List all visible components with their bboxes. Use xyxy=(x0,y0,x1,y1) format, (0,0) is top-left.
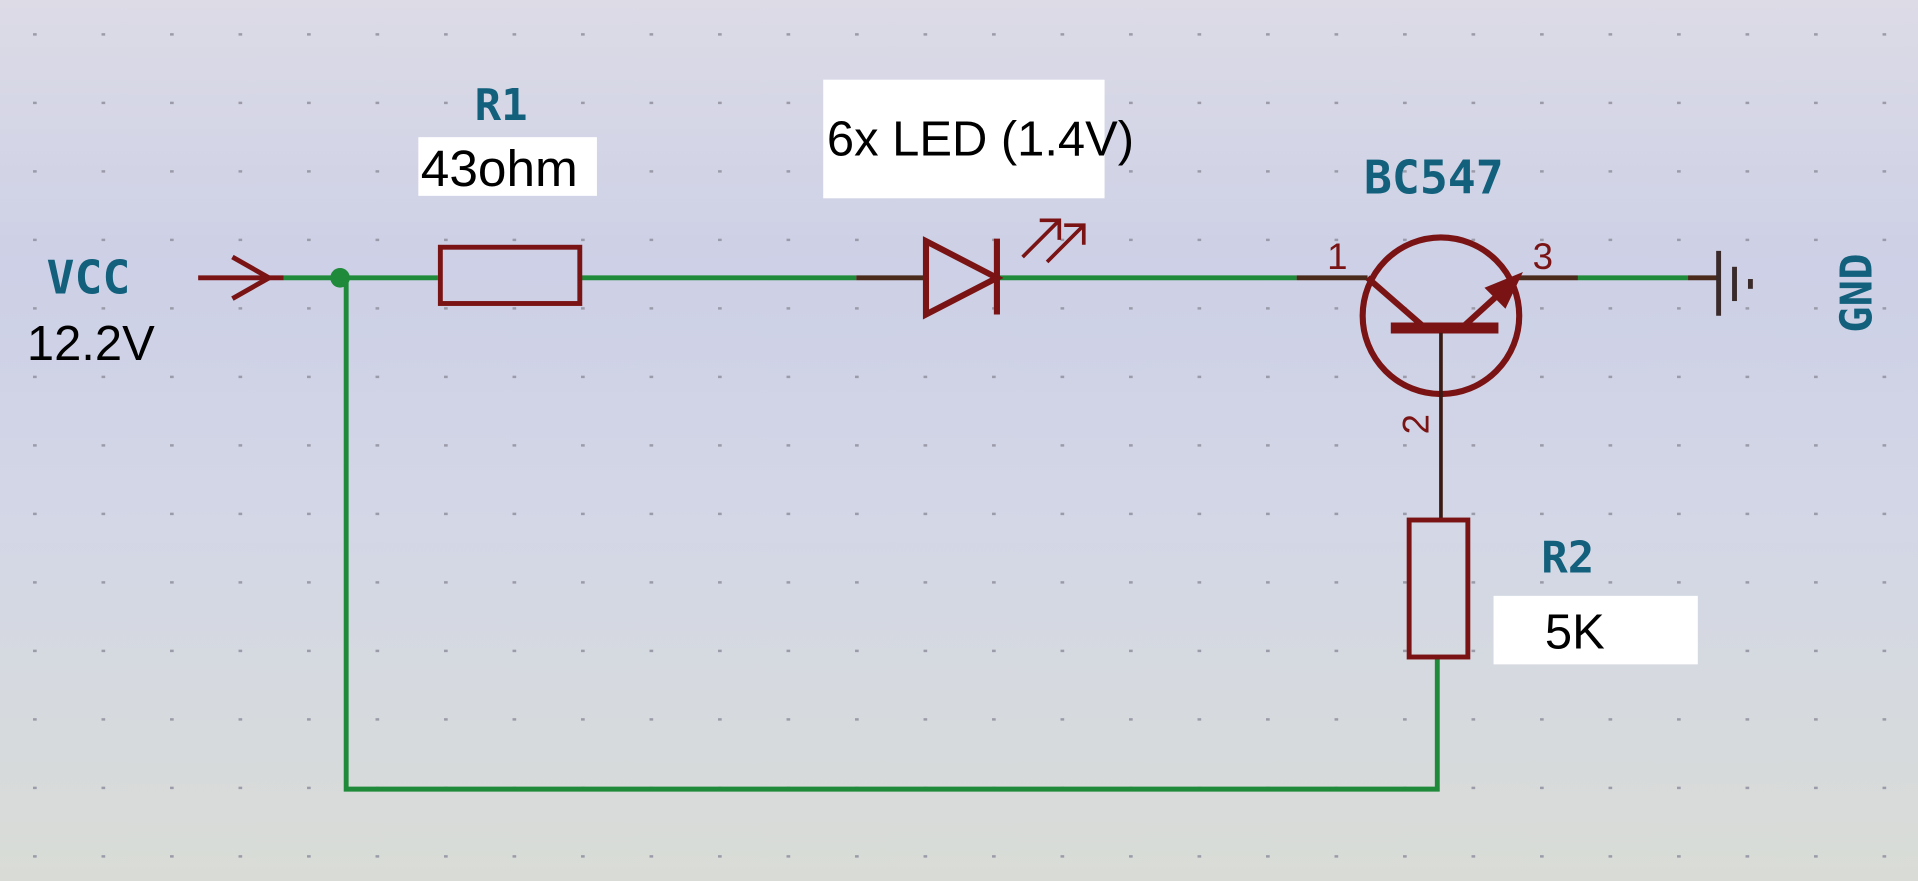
led-value: 6x LED (1.4V) xyxy=(827,112,1134,166)
wires xyxy=(283,275,1719,792)
pin1-label: 1 xyxy=(1327,236,1347,277)
transistor-ref: BC547 xyxy=(1364,150,1504,204)
r2-ref: R2 xyxy=(1541,533,1594,584)
r1-ref: R1 xyxy=(475,80,528,131)
junction-dot xyxy=(330,268,350,288)
pin2-label: 2 xyxy=(1396,414,1437,434)
vcc-label: VCC xyxy=(46,251,130,305)
vcc-voltage: 12.2V xyxy=(27,317,155,371)
r2-resistor xyxy=(1406,517,1471,660)
r2-value: 5K xyxy=(1545,605,1605,659)
gnd-label: GND xyxy=(1832,253,1883,333)
r1-resistor xyxy=(437,244,583,306)
led-symbol xyxy=(922,218,1086,320)
pin3-label: 3 xyxy=(1533,236,1553,277)
vcc-port-arrow xyxy=(198,254,284,301)
r1-value: 43ohm xyxy=(421,139,578,197)
ground-icon xyxy=(1716,250,1753,316)
